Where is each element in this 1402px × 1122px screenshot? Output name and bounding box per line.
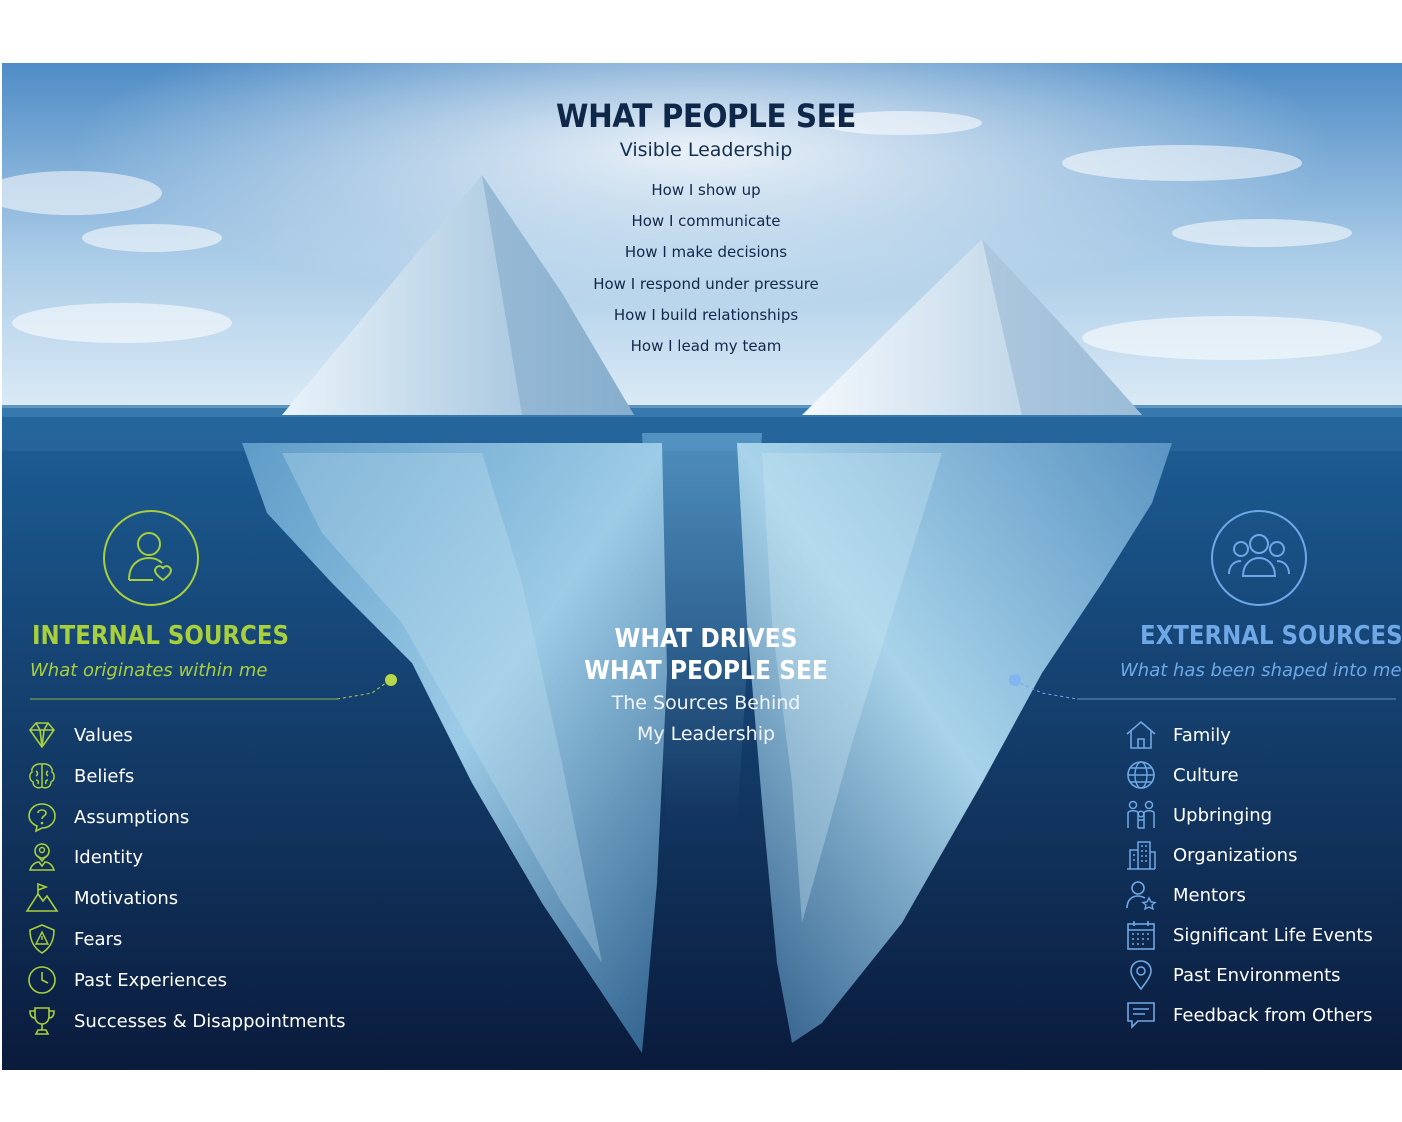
visible-leadership-block: WHAT PEOPLE SEE Visible Leadership How I… [472,97,940,362]
internal-item-beliefs: Beliefs [24,758,134,794]
external-item-label: Feedback from Others [1173,1004,1373,1026]
internal-item-values: Values [24,717,133,753]
internal-item-identity: Identity [24,839,143,875]
external-item-upbringing: Upbringing [1123,797,1272,833]
drivers-block: WHAT DRIVES WHAT PEOPLE SEE The Sources … [542,623,870,749]
house-icon [1123,717,1159,753]
calendar-icon [1123,917,1159,953]
question-icon [24,799,60,835]
identity-icon [24,839,60,875]
internal-item-successes: Successes & Disappointments [24,1003,345,1039]
shield-alert-icon [24,921,60,957]
visible-subtitle: Visible Leadership [619,139,793,161]
brain-icon [24,758,60,794]
internal-item-label: Motivations [74,887,179,909]
internal-item-label: Assumptions [74,806,190,828]
internal-item-label: Successes & Disappointments [74,1010,346,1032]
internal-marker-dot [385,674,397,686]
drivers-title-line1: WHAT DRIVES [614,624,798,654]
internal-item-assumptions: Assumptions [24,799,189,835]
visible-behavior-item: How I build relationships [613,305,799,324]
external-item-life-events: Significant Life Events [1123,917,1373,953]
diamond-icon [24,717,60,753]
external-item-label: Significant Life Events [1173,924,1373,946]
internal-sources-title: INTERNAL SOURCES [32,621,289,651]
clock-icon [24,962,60,998]
external-item-culture: Culture [1123,757,1239,793]
visible-behaviors-list: How I show up How I communicate How I ma… [472,175,940,362]
external-item-label: Organizations [1173,844,1298,866]
internal-item-label: Past Experiences [74,969,227,991]
trophy-icon [24,1003,60,1039]
internal-item-label: Fears [74,928,123,950]
iceberg-scene: WHAT PEOPLE SEE Visible Leadership How I… [2,63,1402,1070]
visible-behavior-item: How I lead my team [630,336,782,355]
iceberg-illustration [2,63,1402,1070]
external-item-label: Upbringing [1173,804,1273,826]
internal-item-fears: Fears [24,921,122,957]
internal-item-label: Beliefs [74,765,135,787]
visible-behavior-item: How I respond under pressure [593,274,819,293]
globe-icon [1123,757,1159,793]
visible-behavior-item: How I show up [651,181,761,199]
internal-item-label: Values [74,724,133,746]
map-pin-icon [1123,957,1159,993]
internal-sources-subtitle: What originates within me [30,660,268,681]
external-item-label: Family [1173,724,1231,746]
drivers-subtitle-line2: My Leadership [636,723,776,745]
mountain-flag-icon [24,880,60,916]
external-item-label: Culture [1173,764,1239,786]
page-title: WHAT PEOPLE SEE [556,97,856,135]
chat-icon [1123,997,1159,1033]
external-item-label: Mentors [1173,884,1246,906]
external-sources-subtitle: What has been shaped into me [1120,660,1402,681]
external-item-past-environments: Past Environments [1123,957,1341,993]
group-icon [1211,510,1307,606]
external-marker-dot [1009,674,1021,686]
internal-item-motivations: Motivations [24,880,178,916]
external-item-family: Family [1123,717,1231,753]
external-item-mentors: Mentors [1123,877,1246,913]
building-icon [1123,837,1159,873]
visible-behavior-item: How I communicate [631,212,781,231]
external-item-feedback: Feedback from Others [1123,997,1373,1033]
internal-item-past-experiences: Past Experiences [24,962,227,998]
external-item-organizations: Organizations [1123,837,1297,873]
person-heart-icon [103,510,199,606]
drivers-title-line2: WHAT PEOPLE SEE [584,656,828,686]
visible-behavior-item: How I make decisions [624,243,788,262]
internal-item-label: Identity [74,846,143,868]
family-icon [1123,797,1159,833]
mentor-star-icon [1123,877,1159,913]
external-item-label: Past Environments [1173,964,1341,986]
drivers-subtitle-line1: The Sources Behind [611,692,801,714]
external-sources-title: EXTERNAL SOURCES [1140,621,1402,651]
